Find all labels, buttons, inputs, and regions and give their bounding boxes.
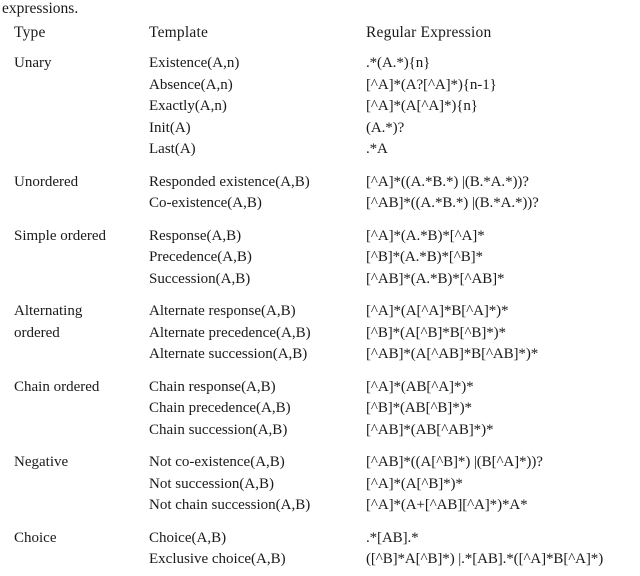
regular-expression-value: [^A]*(AB[^A]*)*	[366, 378, 474, 395]
regular-expression-value: .*[AB].*	[366, 529, 419, 546]
template-label: Last(A)	[149, 141, 196, 157]
section-regex-cell: [^A]*((A.*B.*) |(B.*A.*))? [^AB]*((A.*B.*…	[363, 166, 640, 220]
regular-expression-value: ([^B]*A[^B]*) |.*[AB].*([^A]*B[^A]*)	[366, 551, 604, 567]
section-regex-cell: [^A]*(AB[^A]*)* [^B]*(AB[^B]*)* [^AB]*(AB[…	[363, 371, 640, 447]
regular-expression-value: [^B]*(AB[^B]*)*	[366, 400, 472, 416]
template-label: Exclusive choice(A,B)	[149, 551, 286, 567]
table-section-row: Alternating ordered Alternate response(A,…	[0, 295, 640, 371]
table-section-row: Chain ordered Chain response(A,B) Chain pr…	[0, 371, 640, 447]
template-label: Alternate response(A,B)	[149, 303, 296, 319]
section-regex-cell: .*(A.*){n} [^A]*(A?[^A]*){n-1} [^A]*(A[^A]…	[363, 47, 640, 166]
section-template-cell: Response(A,B) Precedence(A,B) Succession(A…	[146, 220, 363, 296]
template-label: Responded existence(A,B)	[149, 173, 310, 190]
template-label: Chain precedence(A,B)	[149, 400, 291, 416]
regular-expression-value: [^A]*(A[^B]*)*	[366, 475, 463, 492]
regular-expression-value: [^A]*(A[^A]*){n}	[366, 98, 478, 114]
section-template-cell: Chain response(A,B) Chain precedence(A,B)…	[146, 371, 363, 447]
column-header-template: Template	[149, 24, 209, 41]
table-header: Type Template Regular Expression	[0, 18, 640, 47]
section-type-cell: Negative	[14, 454, 69, 470]
section-template-cell: Responded existence(A,B) Co-existence(A,B…	[146, 166, 363, 220]
section-type-cell: Unary	[14, 55, 52, 71]
template-label: Exactly(A,n)	[149, 98, 227, 114]
regular-expression-value: (A.*)?	[366, 119, 405, 136]
template-label: Existence(A,n)	[149, 55, 240, 71]
regular-expression-value: [^AB]*((A[^B]*) |(B[^A]*))?	[366, 454, 543, 470]
template-label: Co-existence(A,B)	[149, 195, 262, 211]
table-section-row: Negative Not co-existence(A,B) Not success…	[0, 446, 640, 522]
template-label: Chain response(A,B)	[149, 378, 276, 395]
table-body: Unary Existence(A,n) Absence(A,n) Exactly(A…	[0, 47, 640, 576]
section-regex-cell: .*[AB].* ([^B]*A[^B]*) |.*[AB].*([^A]*B[^…	[363, 522, 640, 576]
table-header-row: Type Template Regular Expression	[0, 18, 640, 47]
template-label: Init(A)	[149, 119, 191, 136]
table-section-row: Choice Choice(A,B) Exclusive choice(A,B) .*…	[0, 522, 640, 576]
regular-expression-value: [^B]*(A.*B)*[^B]*	[366, 249, 483, 265]
section-regex-cell: [^A]*(A.*B)*[^A]* [^B]*(A.*B)*[^B]* [^AB]*…	[363, 220, 640, 296]
regular-expression-value: [^AB]*(AB[^AB]*)*	[366, 421, 494, 438]
regular-expression-value: [^A]*(A?[^A]*){n-1}	[366, 76, 497, 93]
table-section-row: Unary Existence(A,n) Absence(A,n) Exactly(A…	[0, 47, 640, 166]
template-label: Response(A,B)	[149, 227, 242, 244]
template-label: Absence(A,n)	[149, 76, 233, 93]
section-type-cell: Choice	[14, 529, 57, 546]
column-header-regular-expression: Regular Expression	[366, 24, 492, 41]
regular-expression-value: [^A]*(A.*B)*[^A]*	[366, 227, 485, 244]
regular-expression-value: .*A	[366, 141, 388, 157]
template-label: Succession(A,B)	[149, 270, 251, 287]
regular-expression-value: [^AB]*((A.*B.*) |(B.*A.*))?	[366, 195, 539, 211]
table-section-row: Unordered Responded existence(A,B) Co-exis…	[0, 166, 640, 220]
caption-continuation-text: expressions.	[2, 0, 79, 17]
template-label: Alternate succession(A,B)	[149, 346, 308, 362]
section-type-cell: Chain ordered	[14, 378, 100, 395]
template-label: Alternate precedence(A,B)	[149, 324, 311, 341]
regular-expression-value: [^A]*(A[^A]*B[^A]*)*	[366, 303, 509, 319]
regular-expression-value: [^A]*(A+[^AB][^A]*)*A*	[366, 497, 528, 513]
template-label: Not chain succession(A,B)	[149, 497, 311, 513]
section-template-cell: Choice(A,B) Exclusive choice(A,B)	[146, 522, 363, 576]
template-label: Not succession(A,B)	[149, 475, 274, 492]
section-template-cell: Existence(A,n) Absence(A,n) Exactly(A,n) In…	[146, 47, 363, 166]
section-type-cell: Alternating ordered	[14, 303, 83, 341]
regular-expression-value: [^AB]*(A[^AB]*B[^AB]*)*	[366, 346, 539, 362]
section-regex-cell: [^A]*(A[^A]*B[^A]*)* [^B]*(A[^B]*B[^B]*)*…	[363, 295, 640, 371]
section-template-cell: Not co-existence(A,B) Not succession(A,B)…	[146, 446, 363, 522]
regular-expression-value: [^AB]*(A.*B)*[^AB]*	[366, 270, 505, 287]
regular-expression-value: [^A]*((A.*B.*) |(B.*A.*))?	[366, 173, 529, 190]
table-section-row: Simple ordered Response(A,B) Precedence(A,…	[0, 220, 640, 296]
template-label: Chain succession(A,B)	[149, 421, 288, 438]
template-label: Not co-existence(A,B)	[149, 454, 285, 470]
regular-expression-value: [^B]*(A[^B]*B[^B]*)*	[366, 324, 506, 341]
section-regex-cell: [^AB]*((A[^B]*) |(B[^A]*))? [^A]*(A[^B]*)…	[363, 446, 640, 522]
section-type-cell: Unordered	[14, 173, 79, 190]
regular-expression-value: .*(A.*){n}	[366, 55, 431, 71]
section-type-cell: Simple ordered	[14, 227, 107, 244]
section-template-cell: Alternate response(A,B) Alternate precede…	[146, 295, 363, 371]
template-label: Choice(A,B)	[149, 529, 227, 546]
column-header-type: Type	[14, 24, 46, 41]
template-label: Precedence(A,B)	[149, 249, 252, 265]
